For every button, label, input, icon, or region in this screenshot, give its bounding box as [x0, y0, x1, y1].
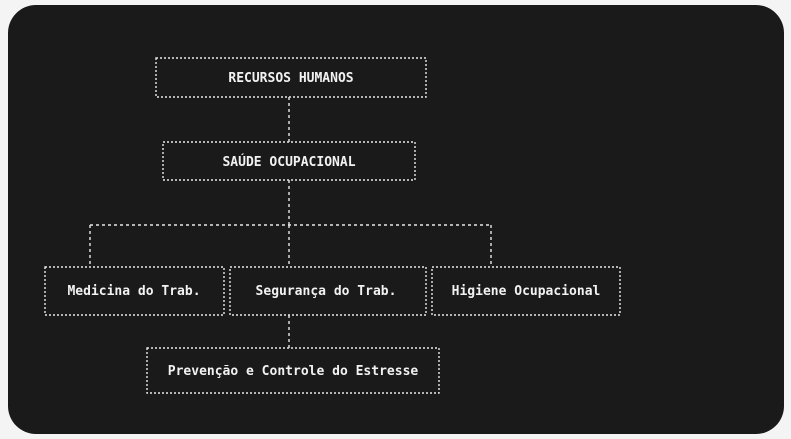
node-box: [155, 57, 427, 98]
node-label: RECURSOS HUMANOS: [228, 71, 353, 86]
edges: [89, 97, 492, 348]
node-box: [44, 266, 225, 316]
node-label: Higiene Ocupacional: [452, 284, 601, 299]
node-box: [146, 347, 440, 394]
node-label: SAÚDE OCUPACIONAL: [222, 154, 355, 170]
node-prevencao-controle-estresse[interactable]: Prevenção e Controle do Estresse: [146, 347, 440, 394]
node-recursos-humanos[interactable]: RECURSOS HUMANOS: [155, 57, 427, 98]
diagram-canvas: RECURSOS HUMANOS SAÚDE OCUPACIONAL Medic…: [8, 5, 784, 434]
org-chart: RECURSOS HUMANOS SAÚDE OCUPACIONAL Medic…: [44, 57, 621, 394]
node-label: Segurança do Trab.: [256, 284, 397, 299]
node-saude-ocupacional[interactable]: SAÚDE OCUPACIONAL: [162, 141, 416, 181]
node-box: [229, 266, 427, 316]
node-higiene-ocupacional[interactable]: Higiene Ocupacional: [431, 266, 621, 316]
node-seguranca-do-trab[interactable]: Segurança do Trab.: [229, 266, 427, 316]
node-box: [431, 266, 621, 316]
node-medicina-do-trab[interactable]: Medicina do Trab.: [44, 266, 225, 316]
node-label: Prevenção e Controle do Estresse: [168, 364, 419, 379]
node-label: Medicina do Trab.: [67, 284, 200, 299]
node-box: [162, 141, 416, 181]
